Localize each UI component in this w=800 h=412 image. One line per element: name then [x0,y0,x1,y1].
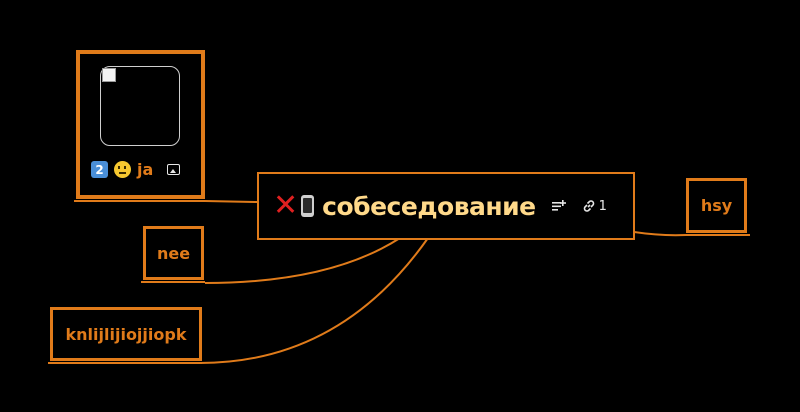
picture-icon[interactable] [167,164,181,175]
image-node-underline [74,200,205,202]
notes-icon[interactable] [551,199,566,213]
image-topic-node[interactable]: 2 ja [76,50,205,199]
image-placeholder [100,66,180,146]
knl-underline [48,362,202,364]
image-node-icons: 2 ja [91,160,181,179]
smiley-icon [114,161,131,178]
hsy-underline [686,234,750,236]
number-two-badge-icon: 2 [91,161,108,178]
topic-label: hsy [700,196,733,215]
broken-image-icon [102,68,116,82]
mobile-phone-icon [301,195,315,217]
topic-label: knlijlijiojjiopk [65,324,187,344]
close-x-icon: ✕ [273,188,299,223]
topic-node-nee[interactable]: nee [143,226,204,280]
topic-node-knl[interactable]: knlijlijiojjiopk [50,307,202,361]
image-node-label: ja [137,160,154,179]
topic-label: nee [156,243,191,263]
link-icon[interactable]: 1 [582,199,607,214]
topic-node-hsy[interactable]: hsy [686,178,747,233]
nee-underline [141,281,205,283]
root-topic-title: собеседование [322,191,536,221]
root-topic-node[interactable]: ✕ собеседование 1 [257,172,635,240]
link-count: 1 [598,198,607,214]
